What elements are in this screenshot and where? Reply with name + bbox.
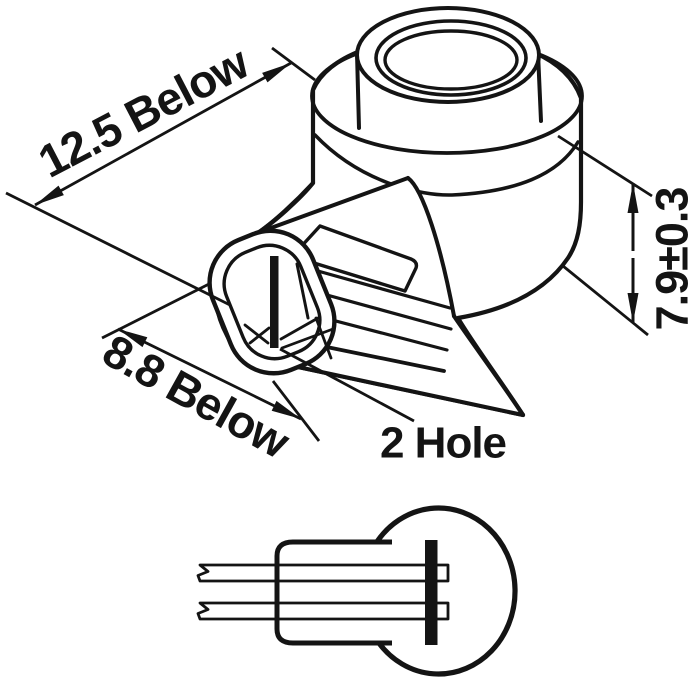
cavity-hatch-3 [279,316,320,341]
height-dimension-label: 7.9±0.3 [647,188,696,331]
extension-line [271,380,321,442]
extension-line [562,264,649,337]
extension-line [271,46,316,82]
contact-bar [425,540,438,645]
cavity-hatch-4 [280,327,335,350]
leader-line [279,347,415,423]
arrowhead [271,400,301,419]
cavity-hatch-5 [314,316,333,360]
sleeve-top-edge [244,176,410,239]
sleeve-step-line-1 [298,264,452,310]
hole-note-label: 2 Hole [380,419,506,468]
extension-line [5,191,231,307]
hole-note: 2 Hole [279,347,507,468]
cavity-divider-bar [270,256,279,348]
body-shoulder-arc [313,133,580,197]
arrowhead [627,183,639,213]
housing-outline [274,539,392,646]
sleeve-bottom-edge-long [296,365,525,417]
round-body-arc [374,505,518,677]
sleeve-body-junction [406,176,456,318]
boss-hole-inner [383,29,519,91]
arrowhead [262,63,291,83]
bottom-view [196,505,518,677]
cavity-inner-wall [295,262,310,320]
arrowhead [627,293,639,323]
dimension-line [117,327,302,421]
body-bottom-closure [451,313,526,418]
cavity-hatch-2 [248,326,271,345]
wire-top [196,563,450,583]
isometric-view [207,6,584,418]
extension-line [557,134,653,198]
dimension-height: 7.9±0.3 [557,134,696,337]
arrowhead [118,329,148,348]
arrowhead [35,185,64,205]
dimension-line [34,61,292,207]
sleeve-bottom-front-edge [310,342,446,373]
cavity-hatch-1 [243,323,270,345]
wire-bottom [196,601,450,621]
length-dimension-label: 12.5 Below [30,36,257,188]
